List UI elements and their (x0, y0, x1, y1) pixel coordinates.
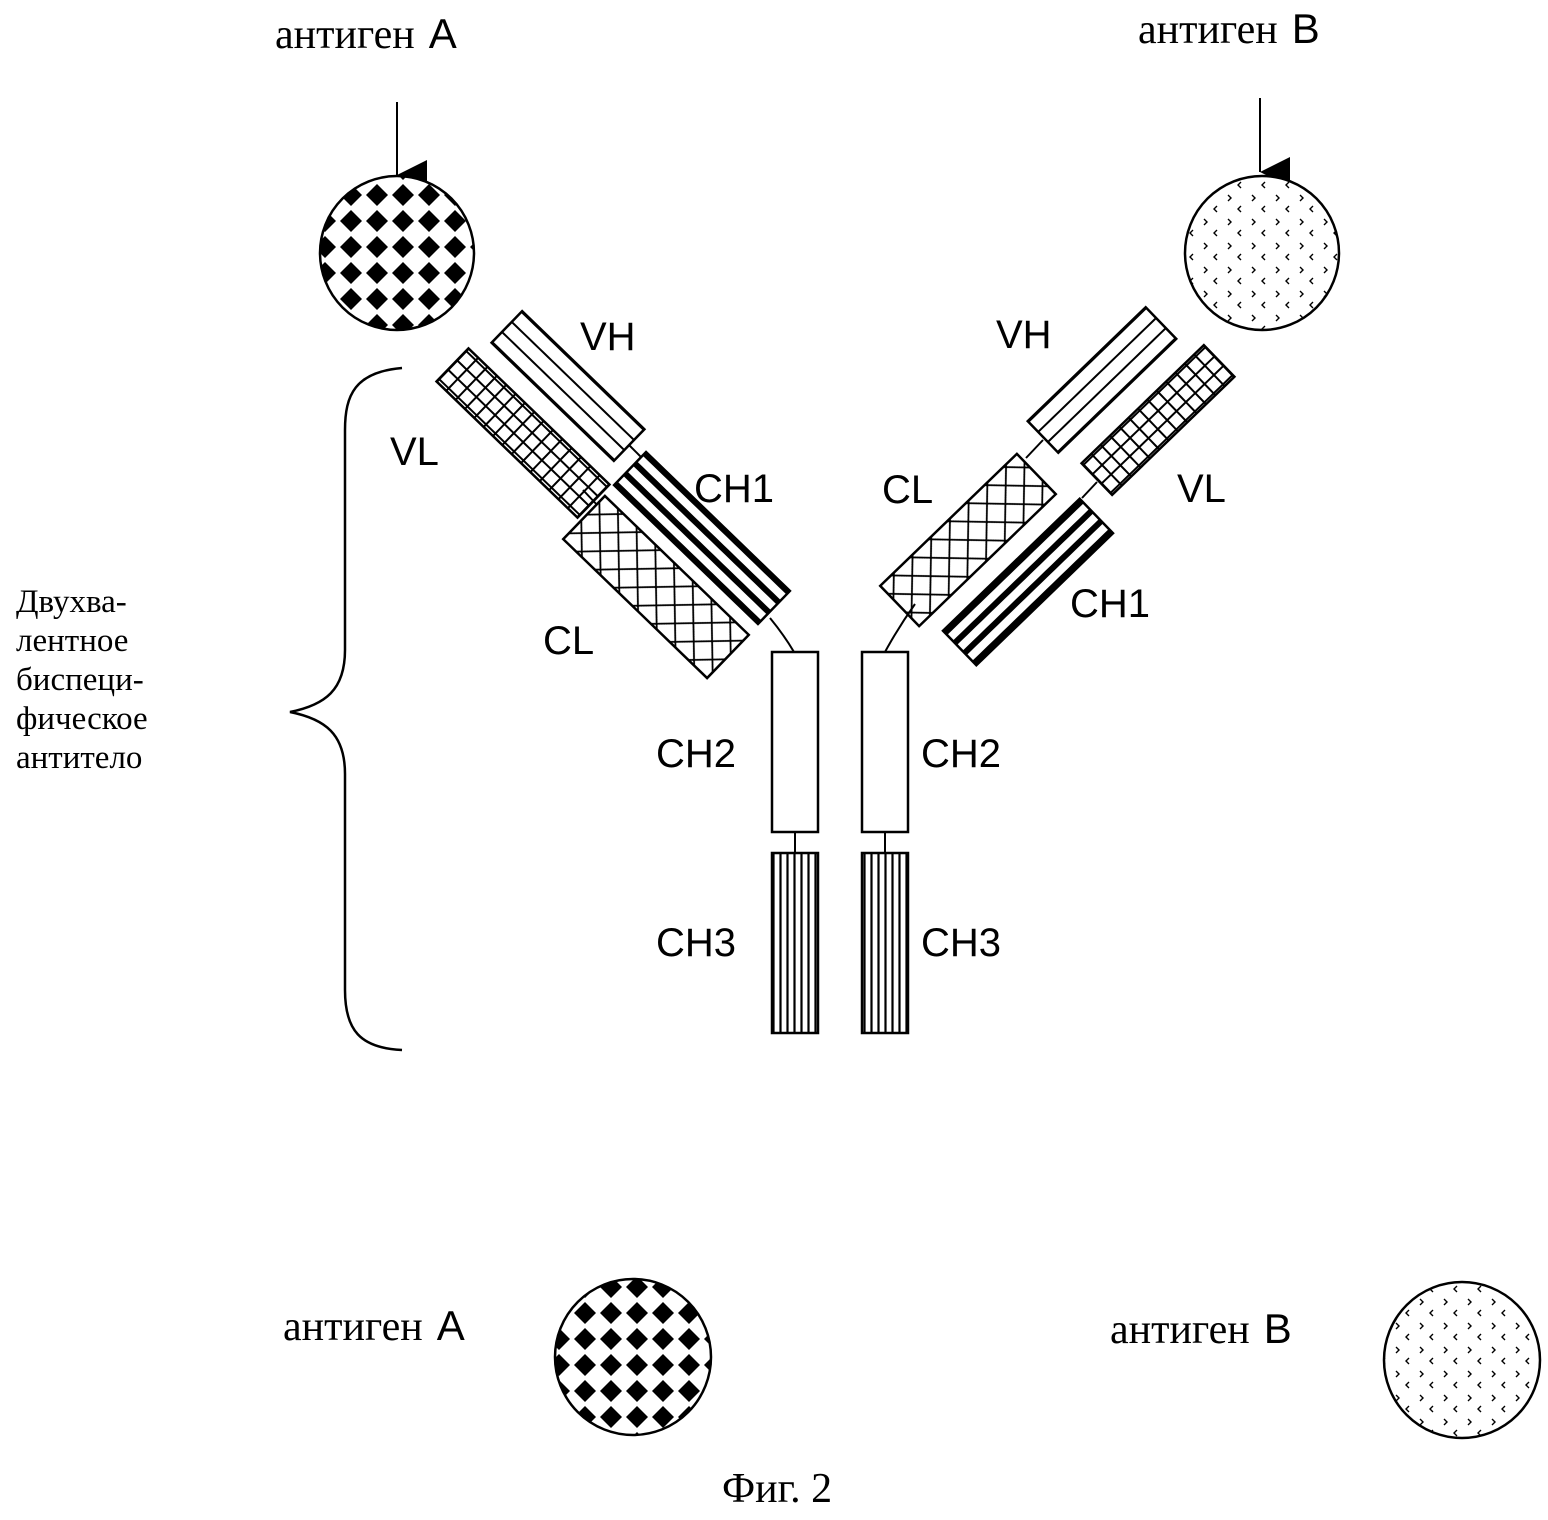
brace-label-line-2: лентное (16, 623, 128, 659)
right-vl-label: VL (1177, 467, 1226, 511)
figure-caption: Фиг. 2 (722, 1466, 832, 1512)
right-vh-cl-linker (1025, 439, 1044, 459)
left-ch3-domain (770, 851, 820, 1035)
right-ch3-label: CH3 (921, 921, 1001, 965)
right-vl-domain (1079, 343, 1237, 497)
left-vl-label: VL (390, 430, 439, 474)
right-ch1-domain (941, 496, 1115, 668)
right-hinge (884, 603, 916, 653)
left-cl-label: CL (543, 619, 594, 663)
brace-label: Двухва- лентное биспеци- фическое антите… (16, 584, 156, 776)
right-ch3-domain (860, 851, 910, 1035)
right-vh-label: VH (996, 313, 1052, 357)
antigen-a-bottom (553, 1277, 713, 1437)
left-ch1-label: CH1 (694, 467, 774, 511)
antigen-a-top-label: антиген A (275, 10, 457, 58)
left-hinge (769, 617, 795, 653)
right-ch2-domain (860, 650, 910, 834)
antigen-a-top (318, 174, 476, 332)
right-ch2-label: CH2 (921, 732, 1001, 776)
antigen-b-top (1183, 174, 1341, 332)
brace-label-line-5: антитело (16, 740, 142, 776)
left-ch3-label: CH3 (656, 921, 736, 965)
right-cl-domain (878, 452, 1058, 628)
brace-label-line-4: фическое (16, 701, 148, 737)
antigen-b-bottom-label: антиген B (1110, 1305, 1292, 1353)
left-cl-domain (561, 494, 751, 680)
antigen-a-bottom-label: антиген A (283, 1302, 465, 1350)
right-cl-label: CL (882, 468, 933, 512)
left-ch2-domain (770, 650, 820, 834)
right-vh-domain (1025, 305, 1179, 455)
left-vh-label: VH (580, 315, 636, 359)
right-vl-ch1-linker (1081, 481, 1098, 499)
brace-label-line-3: биспеци- (16, 662, 144, 698)
antigen-b-bottom (1382, 1280, 1542, 1440)
left-ch1-domain (612, 450, 792, 626)
brace-label-line-1: Двухва- (16, 584, 127, 620)
curly-brace (289, 366, 403, 1052)
right-ch1-label: CH1 (1070, 582, 1150, 626)
antigen-b-top-label: антиген B (1138, 5, 1320, 53)
left-ch2-label: CH2 (656, 732, 736, 776)
